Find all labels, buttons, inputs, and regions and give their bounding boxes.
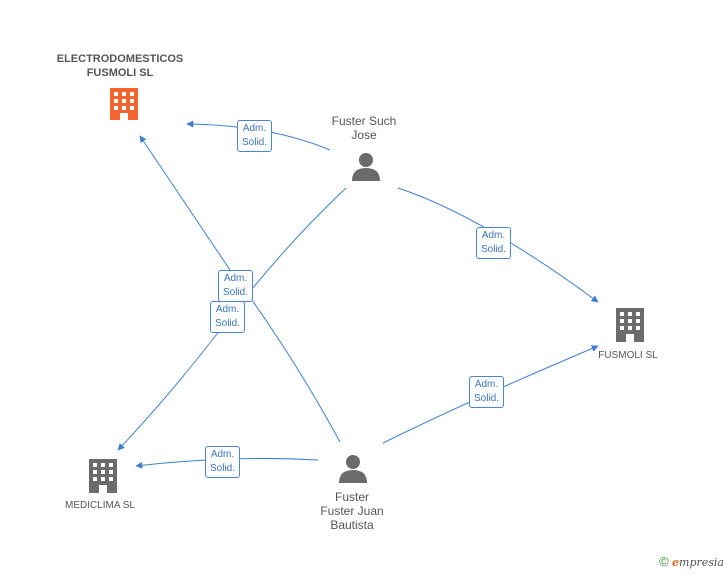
person-icon — [339, 455, 367, 483]
node-label-electrodomesticos[interactable]: ELECTRODOMESTICOS FUSMOLI SL — [56, 53, 184, 79]
edge-label-juan-fusmoli: Adm.Solid. — [469, 376, 505, 408]
node-label-fusmoli[interactable]: FUSMOLI SL — [598, 350, 658, 361]
edge-label-juan-mediclima: Adm.Solid. — [205, 446, 241, 478]
edge-label-juan-electro: Adm.Solid. — [210, 301, 246, 333]
person-icon — [352, 153, 380, 181]
node-label-mediclima[interactable]: MEDICLIMA SL — [64, 500, 136, 511]
node-label-fuster-juan-bautista[interactable]: Fuster Fuster Juan Bautista — [320, 490, 384, 532]
building-icon — [89, 459, 117, 493]
copyright-icon: © — [659, 554, 669, 569]
building-icon — [616, 308, 644, 342]
empresia-watermark: © empresia — [659, 554, 724, 569]
brand-logo: empresia — [672, 556, 724, 569]
edge-label-jose-mediclima: Adm.Solid. — [218, 270, 254, 302]
building-icon — [110, 88, 138, 120]
node-label-fuster-such-jose[interactable]: Fuster Such Jose — [331, 114, 397, 142]
edge-label-jose-fusmoli: Adm.Solid. — [476, 227, 512, 259]
edge-label-jose-electro: Adm.Solid. — [237, 120, 273, 152]
